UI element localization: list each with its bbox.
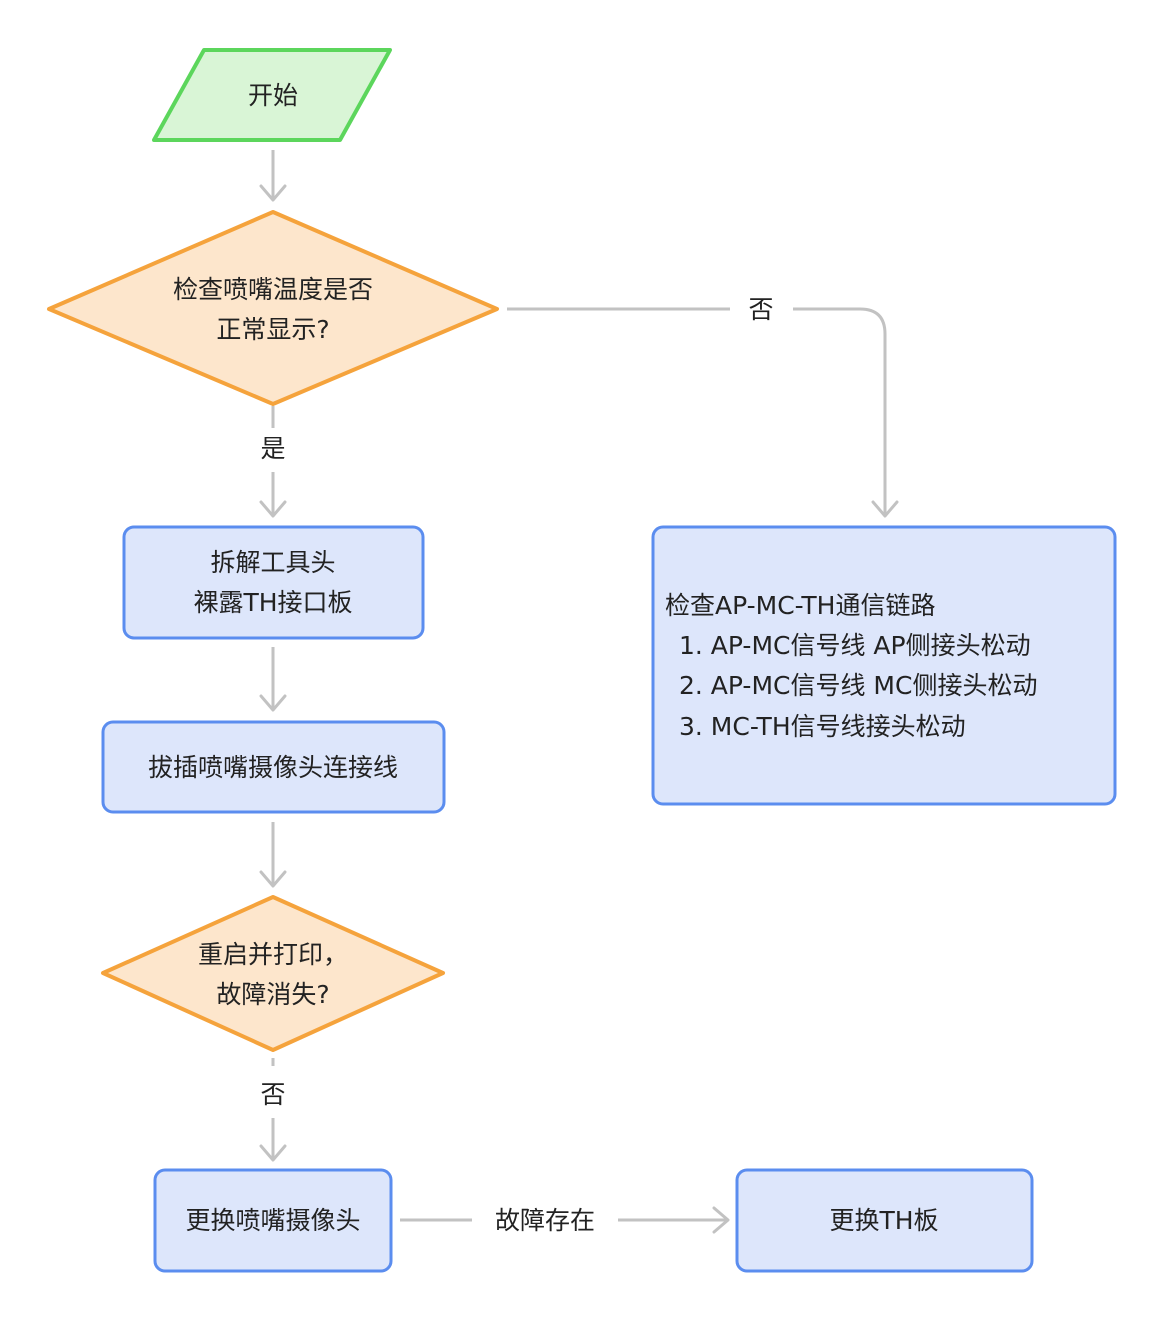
process-shape [153,1168,393,1273]
decision-restart: 重启并打印， 故障消失? [101,895,445,1052]
edge-label-temp-no: 否 [748,295,773,324]
check-link-title: 检查AP-MC-TH通信链路 [665,591,935,620]
arrowhead-icon [259,694,287,712]
decision-check-temp-line1: 检查喷嘴温度是否 [173,275,373,304]
check-link-item: 2. AP-MC信号线 MC侧接头松动 [679,671,1037,700]
decision-check-temp-line2: 正常显示? [216,315,329,344]
decision-restart-line2: 故障消失? [216,980,329,1009]
process-replace-th-label: 更换TH板 [829,1206,938,1235]
process-shape [735,1168,1034,1273]
start-shape [152,48,392,142]
arrowhead-icon [259,1144,287,1162]
start-node: 开始 [152,48,392,142]
arrowhead-icon [259,500,287,518]
process-reconnect: 拔插喷嘴摄像头连接线 [101,720,446,814]
process-disassemble: 拆解工具头 裸露TH接口板 [122,525,425,640]
edge-label-restart-no: 否 [260,1080,285,1109]
process-reconnect-label: 拔插喷嘴摄像头连接线 [148,753,398,782]
connector-check-no-right [793,307,887,514]
process-replace-camera: 更换喷嘴摄像头 [153,1168,393,1273]
process-replace-th: 更换TH板 [735,1168,1034,1273]
arrowhead-icon [259,184,287,202]
process-shape [122,525,425,640]
decision-shape [47,210,499,406]
process-replace-camera-label: 更换喷嘴摄像头 [185,1206,360,1235]
connectors [259,150,899,1234]
arrowhead-icon [871,500,899,518]
decision-restart-line1: 重启并打印， [198,940,348,969]
process-shape [651,525,1117,806]
arrowhead-icon [712,1206,730,1234]
edge-label-temp-yes: 是 [260,434,285,463]
arrowhead-icon [259,870,287,888]
process-disassemble-line2: 裸露TH接口板 [193,588,352,617]
decision-shape [101,895,445,1052]
process-disassemble-line1: 拆解工具头 [210,548,335,577]
process-check-link: 检查AP-MC-TH通信链路 1. AP-MC信号线 AP侧接头松动 2. AP… [651,525,1117,806]
process-shape [101,720,446,814]
edge-label-fault-exists: 故障存在 [495,1206,595,1235]
decision-check-temp: 检查喷嘴温度是否 正常显示? [47,210,499,406]
check-link-item: 3. MC-TH信号线接头松动 [679,712,966,741]
start-label: 开始 [248,81,298,110]
check-link-item: 1. AP-MC信号线 AP侧接头松动 [679,631,1031,660]
